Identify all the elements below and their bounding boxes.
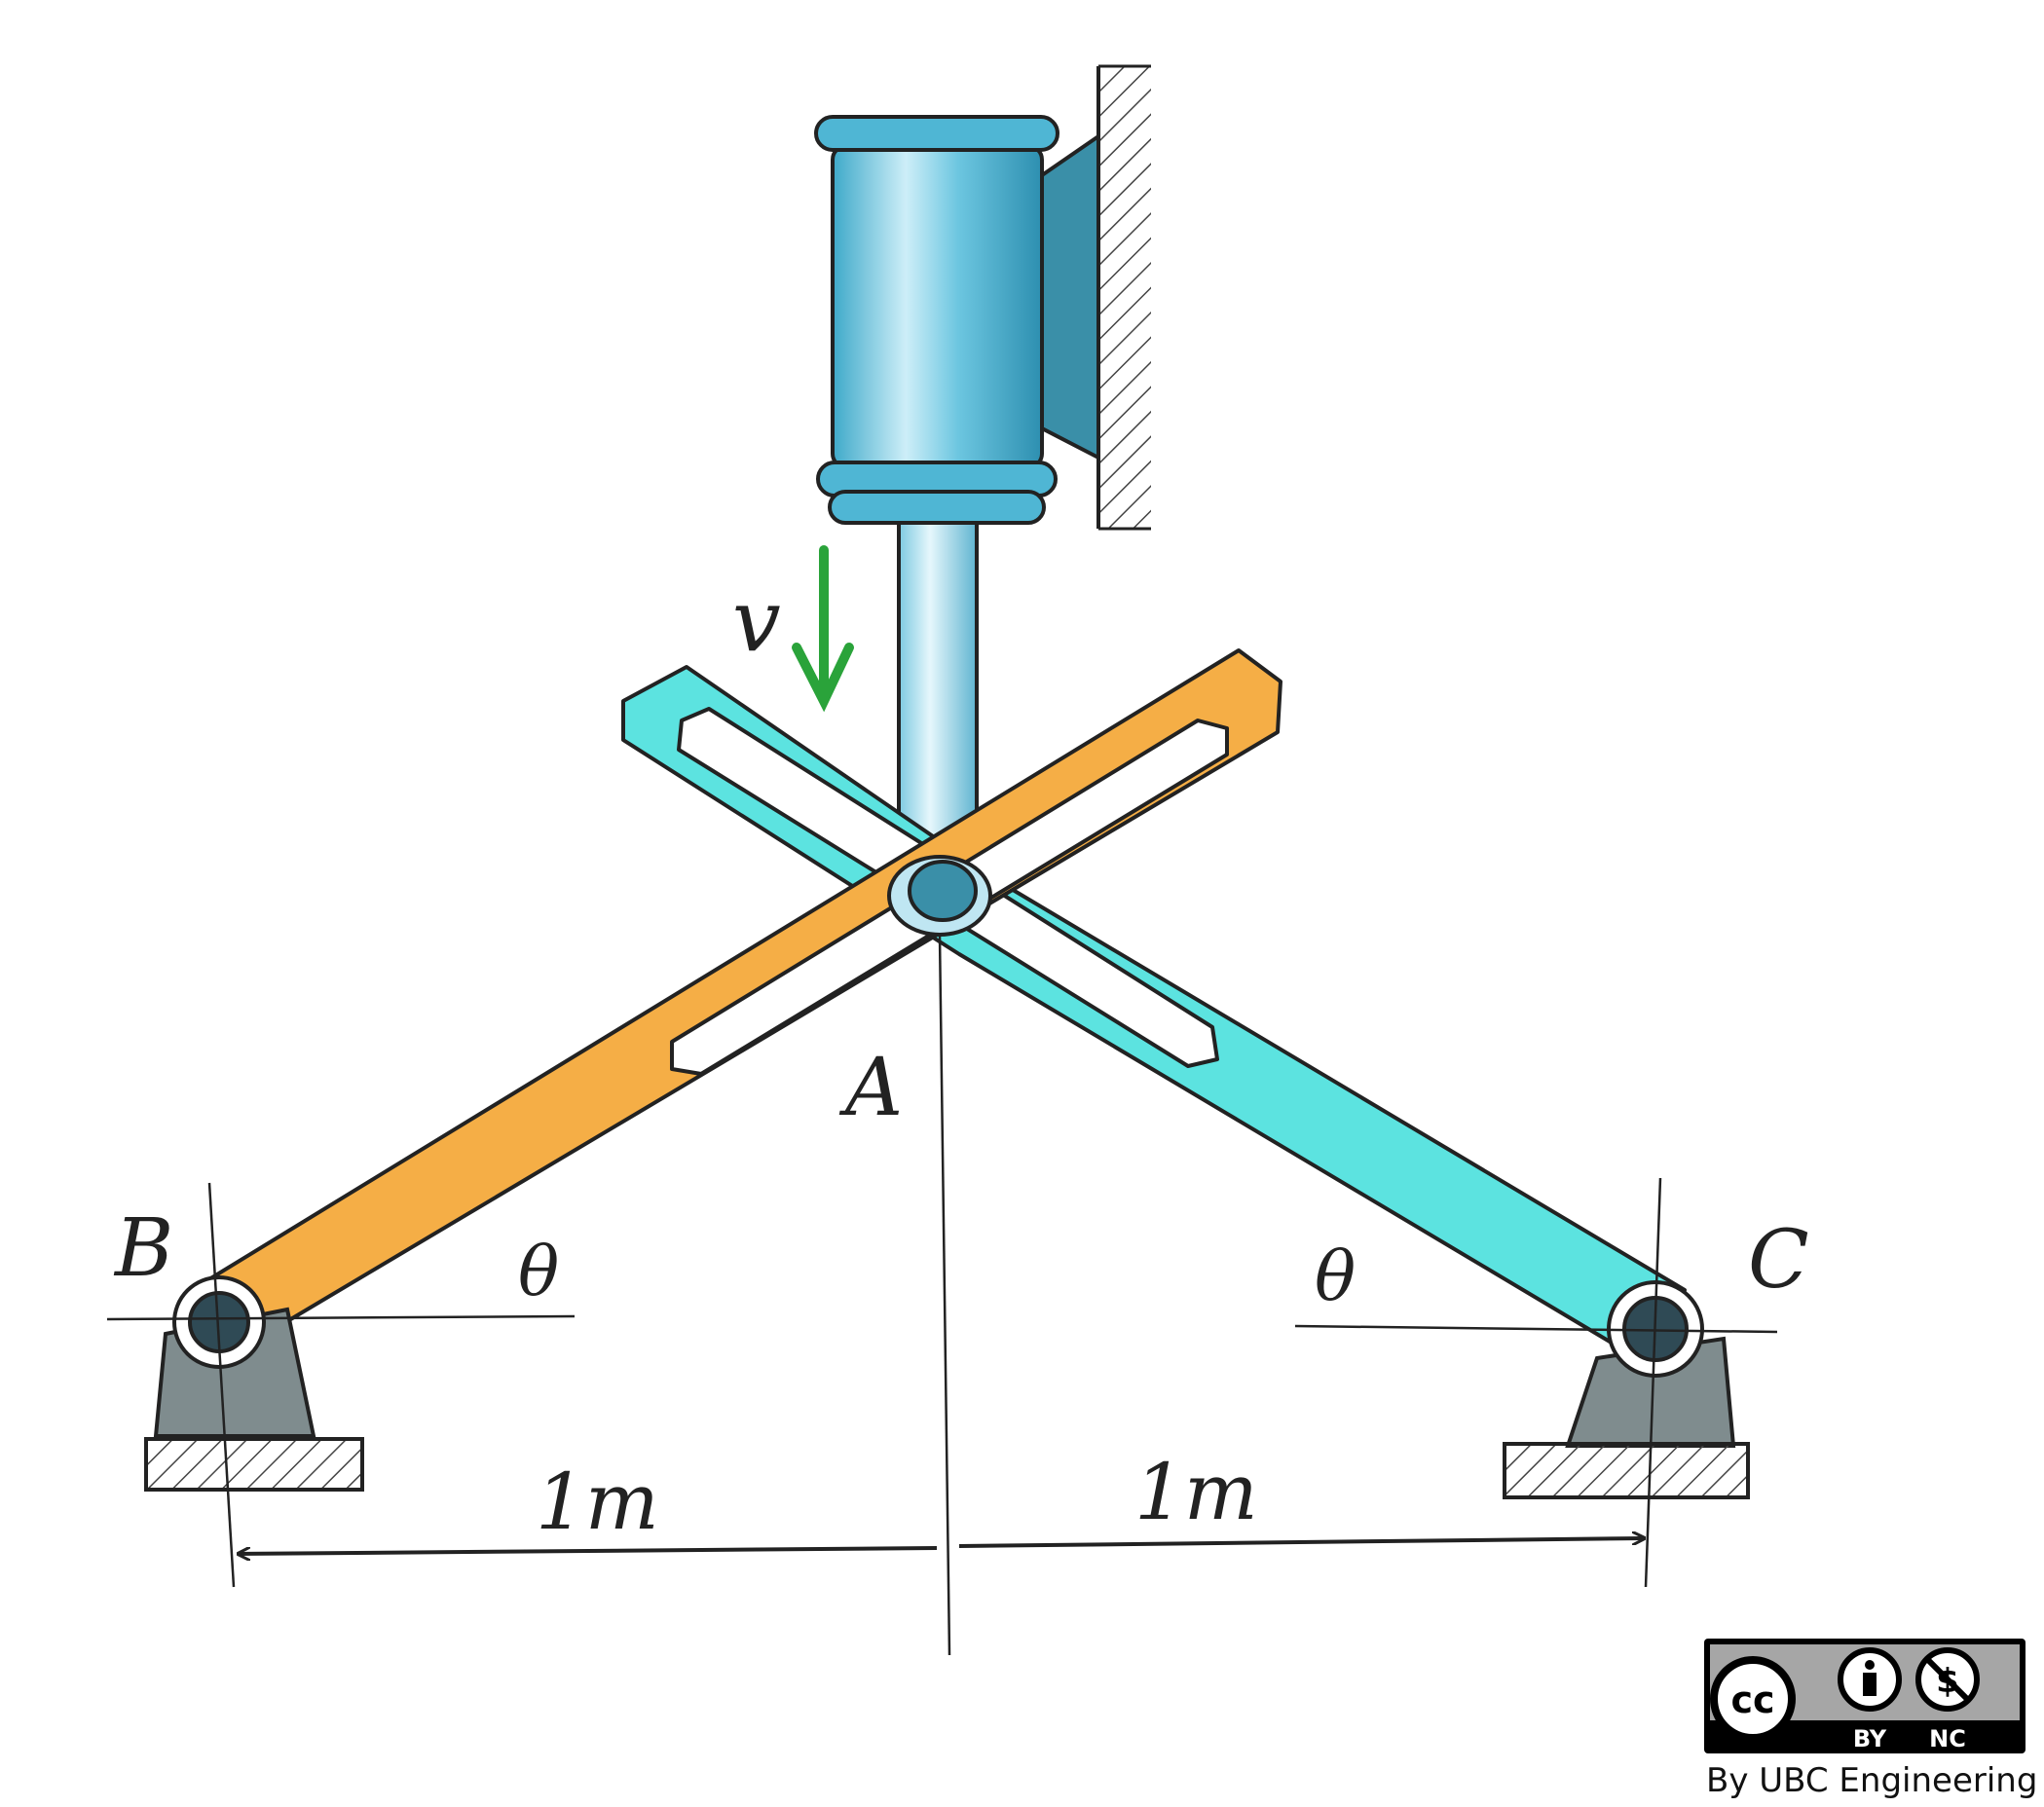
label-point-c: C	[1748, 1214, 1809, 1307]
cc-logo-icon	[1710, 1656, 1796, 1742]
label-angle-right: θ	[1315, 1236, 1356, 1316]
license-by: BY	[1853, 1725, 1887, 1752]
velocity-arrow	[792, 545, 854, 713]
label-dimension-right: 1m	[1134, 1447, 1258, 1537]
cylinder-mount-bracket	[1040, 132, 1100, 461]
license-nc: NC	[1929, 1725, 1966, 1752]
credit-text: By UBC Engineering	[1706, 1761, 2037, 1800]
slider-pin-a	[887, 855, 992, 937]
label-dimension-left: 1m	[536, 1457, 659, 1547]
hydraulic-cylinder	[814, 115, 1059, 525]
label-velocity: v	[732, 571, 781, 671]
dimension-line	[239, 1538, 1644, 1554]
label-point-b: B	[113, 1202, 173, 1295]
label-point-a: A	[838, 1042, 903, 1134]
cc-logo-text: cc	[1730, 1678, 1774, 1721]
pivot-support-c	[1503, 1280, 1750, 1499]
label-angle-left: θ	[518, 1232, 559, 1311]
cc-license-badge: cc $ BY NC	[1704, 1639, 2025, 1753]
centerline-a	[938, 934, 951, 1656]
svg-text:$: $	[1936, 1662, 1959, 1701]
pivot-support-b	[144, 1275, 364, 1492]
fixed-wall	[1096, 64, 1151, 531]
reference-lines	[106, 1177, 1778, 1588]
